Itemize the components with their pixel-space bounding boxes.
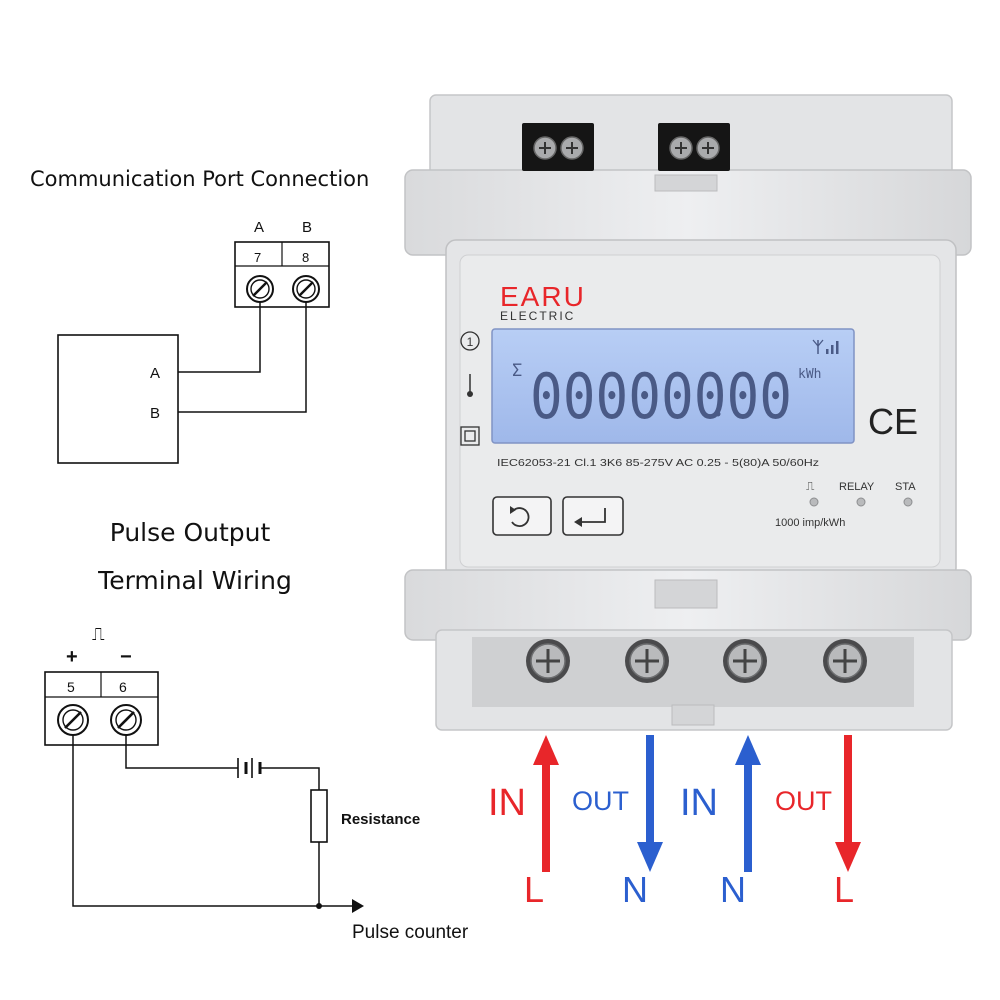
refresh-icon xyxy=(511,507,530,527)
comm-terminal-number-7: 7 xyxy=(254,250,261,265)
cycle-button[interactable] xyxy=(492,496,552,536)
class-1-icon: 1 xyxy=(460,331,480,351)
comm-title: Communication Port Connection xyxy=(30,167,369,191)
top-terminal-right xyxy=(658,123,730,171)
svg-text:1: 1 xyxy=(467,335,474,349)
comm-terminal-number-8: 8 xyxy=(302,250,309,265)
pulse-counter-label: Pulse counter xyxy=(352,922,469,943)
wiring-arrows: IN L OUT N IN N OUT L xyxy=(488,735,861,910)
comm-wire-b xyxy=(178,302,307,413)
comm-device-label-a: A xyxy=(150,365,160,382)
arrow-line-label: N xyxy=(720,869,746,910)
main-terminal-4 xyxy=(823,639,867,683)
spec-line: IEC62053-21 Cl.1 3K6 85-275V AC 0.25 - 5… xyxy=(497,457,819,469)
energy-meter: EARU ELECTRIC 1 Σ 00000000 kWh CE xyxy=(404,94,972,731)
arrow-direction-label: IN xyxy=(680,782,718,824)
comm-terminal-block: 7 8 xyxy=(234,241,330,308)
pulse-screw-5 xyxy=(57,704,89,736)
led-pulse xyxy=(809,497,819,507)
comm-terminal-letter-a: A xyxy=(254,219,264,236)
signal-icon xyxy=(812,339,839,354)
comm-terminal-letter-b: B xyxy=(302,219,312,236)
arrow-direction-label: IN xyxy=(488,782,526,824)
comm-device-label-b: B xyxy=(150,405,160,422)
led-relay xyxy=(856,497,866,507)
resistor-icon xyxy=(310,789,328,843)
arrow-direction-label: OUT xyxy=(572,786,629,816)
led-sta xyxy=(903,497,913,507)
arrow-line-label: N xyxy=(622,869,648,910)
arrow-line-label: L xyxy=(834,869,854,910)
top-terminal-left xyxy=(522,123,594,171)
main-terminal-1 xyxy=(526,639,570,683)
pulse-section: Pulse Output Terminal Wiring ⎍ + − 5 6 xyxy=(44,518,469,943)
pulse-title-line1: Pulse Output xyxy=(110,518,271,547)
arrow-right-icon xyxy=(352,899,364,913)
lcd-decimal-point xyxy=(715,411,721,417)
lcd-unit: kWh xyxy=(798,367,821,382)
pulse-terminal-number-6: 6 xyxy=(119,679,127,695)
pulse-title-line2: Terminal Wiring xyxy=(97,566,292,595)
pulse-terminal-number-5: 5 xyxy=(67,679,75,695)
pulse-screw-6 xyxy=(110,704,142,736)
pulse-terminal-block: 5 6 xyxy=(44,671,159,746)
led-label-sta: STA xyxy=(895,481,916,493)
pulse-wire-battery xyxy=(260,767,320,790)
resistance-label: Resistance xyxy=(341,811,420,828)
lcd-display xyxy=(491,328,855,444)
brand-logo: EARU xyxy=(500,281,586,312)
arrow-line-label: L xyxy=(524,869,544,910)
pulse-rate-label: 1000 imp/kWh xyxy=(775,517,845,529)
arrow-up-icon xyxy=(533,735,559,872)
battery-icon xyxy=(237,758,262,778)
brand-subtitle: ELECTRIC xyxy=(500,309,575,323)
junction-dot xyxy=(316,903,322,909)
pulse-symbol: ⎍ xyxy=(92,624,105,644)
ce-mark: CE xyxy=(868,401,918,442)
led-label-relay: RELAY xyxy=(839,481,875,493)
comm-wire-a xyxy=(178,302,261,373)
comm-screw-8 xyxy=(292,275,320,303)
thermometer-icon xyxy=(467,374,473,397)
arrow-down-icon xyxy=(637,735,663,872)
arrow-up-icon xyxy=(735,735,761,872)
pulse-polarity-plus: + xyxy=(66,646,78,668)
comm-device-box xyxy=(57,334,179,464)
lcd-reading: 00000000 xyxy=(530,360,792,433)
comm-section: Communication Port Connection A B 7 8 A … xyxy=(30,167,369,464)
main-terminal-2 xyxy=(625,639,669,683)
enter-button[interactable] xyxy=(562,496,624,536)
comm-screw-7 xyxy=(246,275,274,303)
arrow-down-icon xyxy=(835,735,861,872)
double-insulation-icon xyxy=(460,426,480,446)
led-label-pulse: ⎍ xyxy=(806,479,815,493)
pulse-wire-minus xyxy=(125,735,238,769)
main-terminal-3 xyxy=(723,639,767,683)
pulse-polarity-minus: − xyxy=(120,646,132,668)
enter-icon xyxy=(580,508,606,523)
lcd-sigma: Σ xyxy=(512,361,522,381)
arrow-direction-label: OUT xyxy=(775,786,832,816)
pulse-wire-plus xyxy=(72,735,352,907)
